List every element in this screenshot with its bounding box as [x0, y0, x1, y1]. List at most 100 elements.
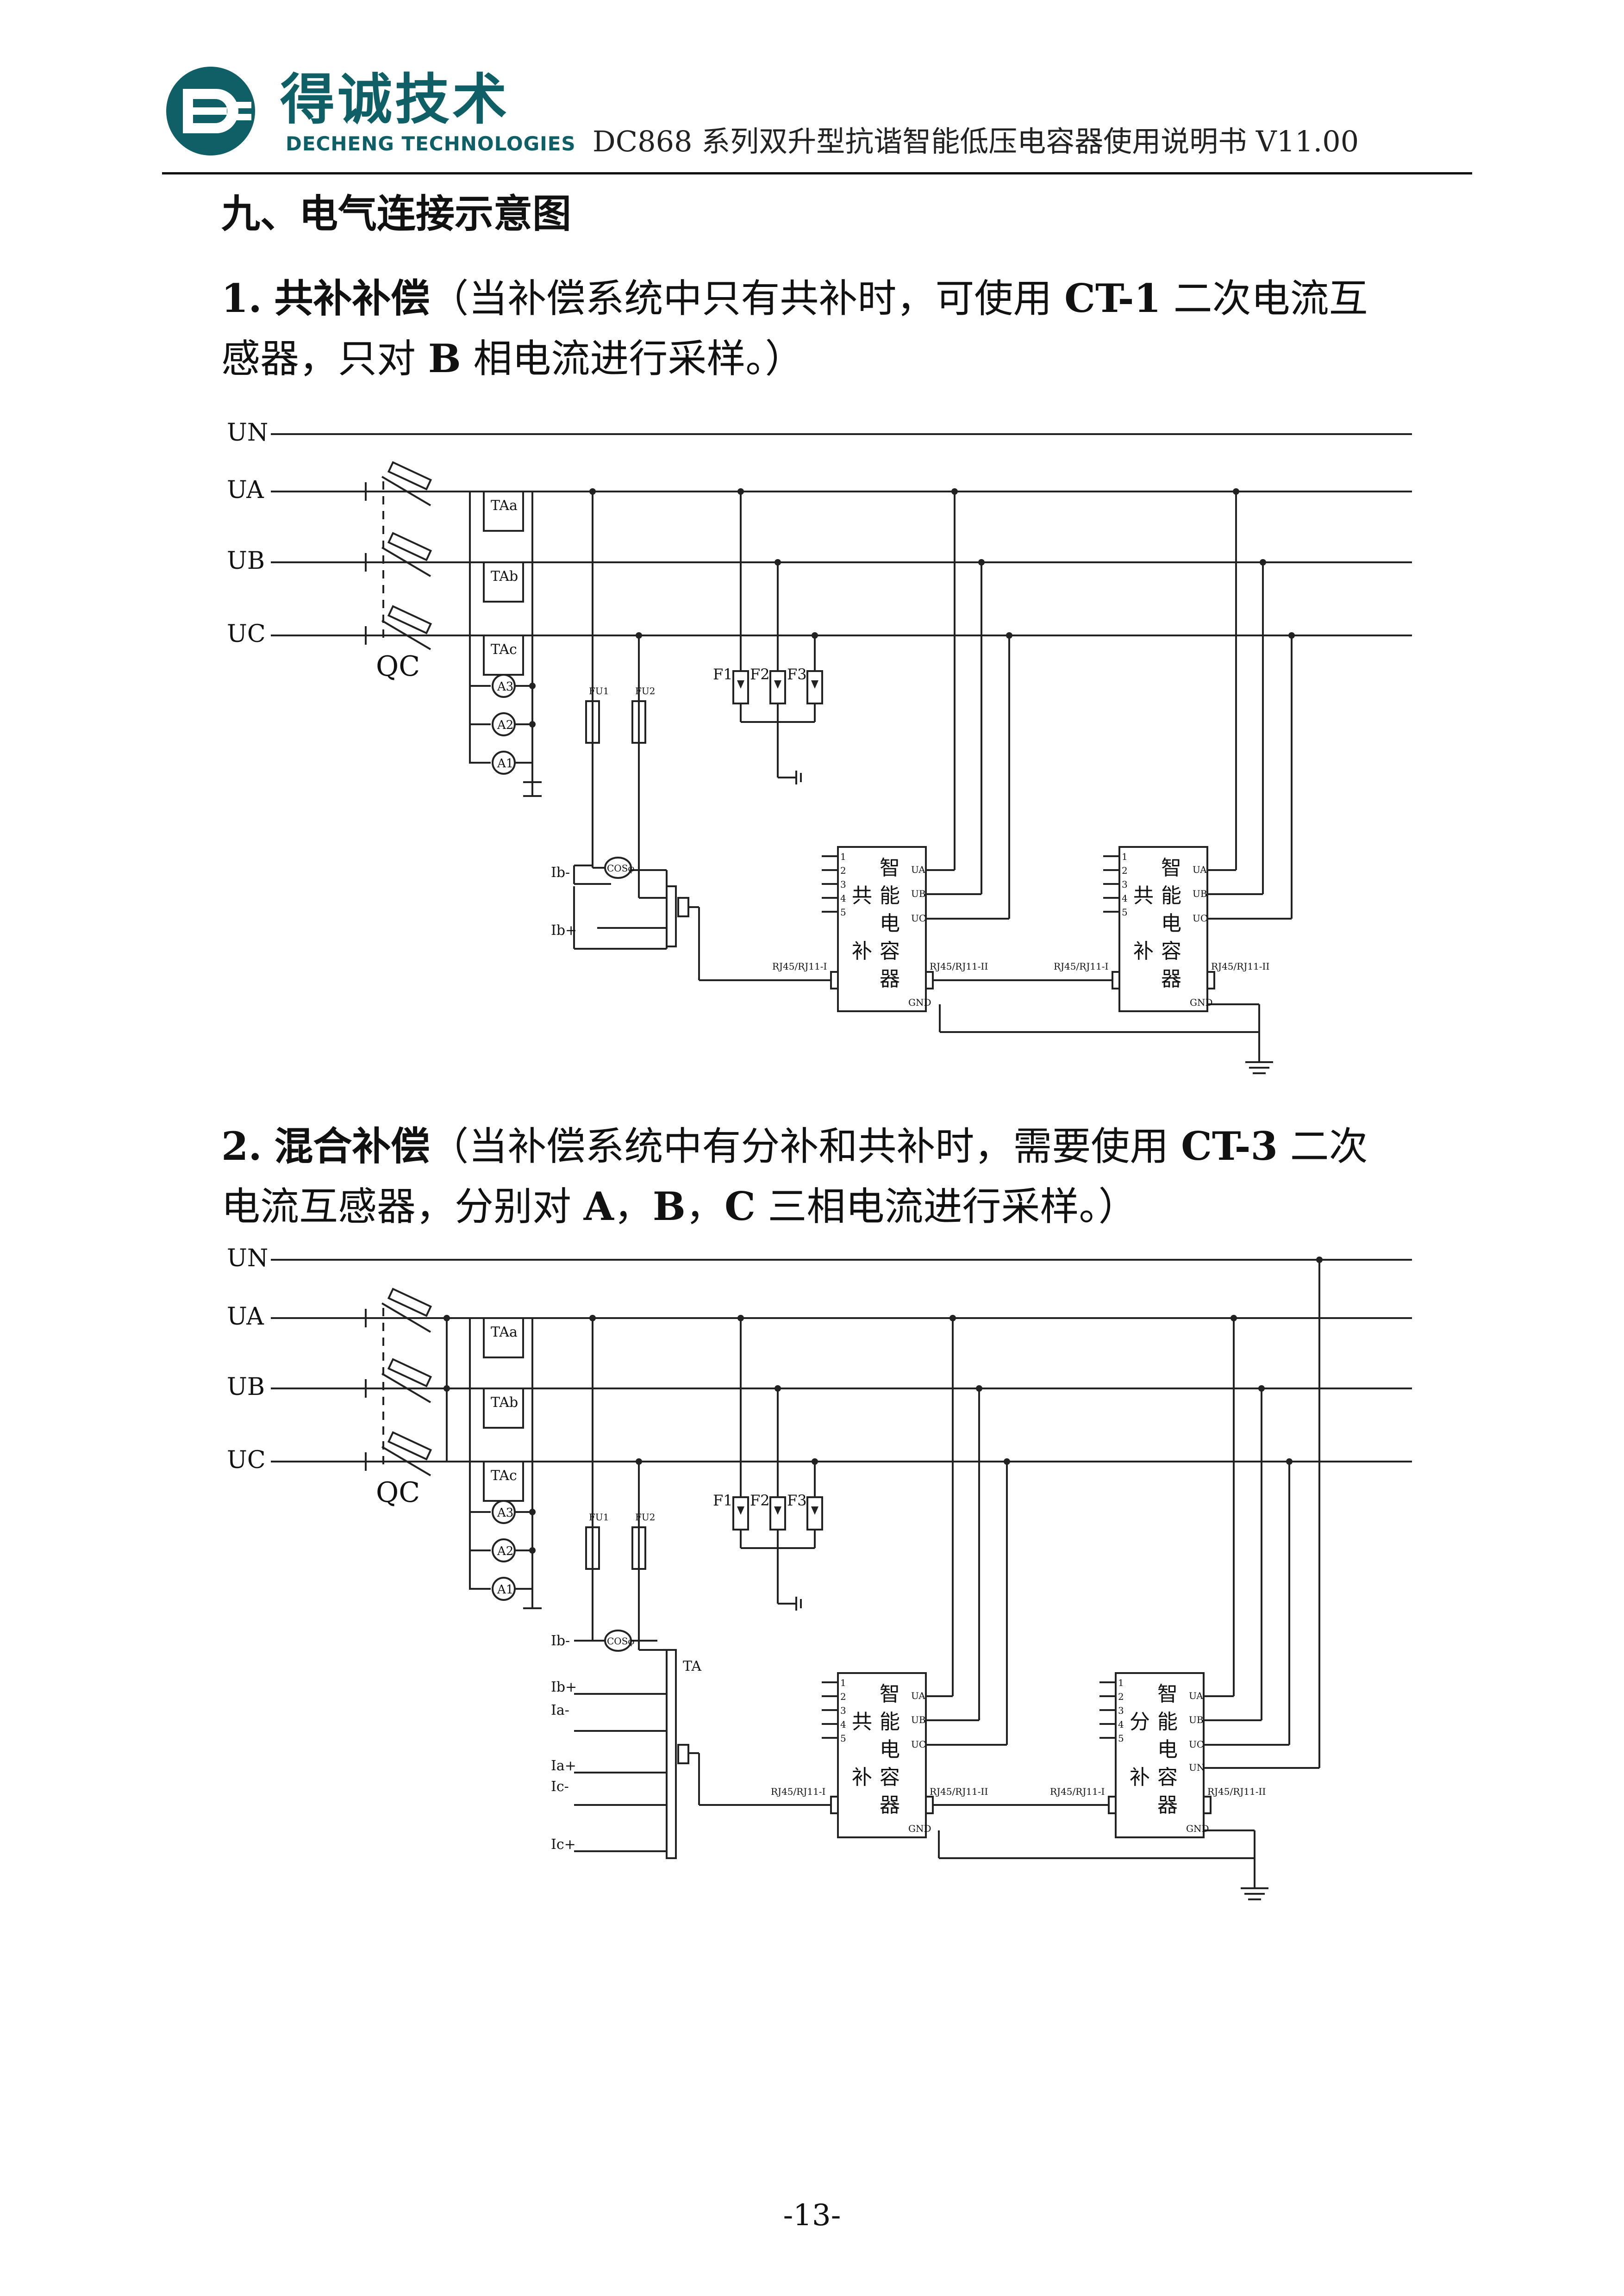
pin-label: 4 [840, 893, 846, 904]
item-heading: 混合补偿 [274, 1124, 430, 1169]
power-factor-meter: COSφ [607, 863, 634, 874]
paragraph-text: 二次电流互 [1173, 276, 1368, 321]
ammeter-label: A3 [497, 680, 513, 694]
paragraph-text: （当补偿系统中有分补和共补时，需要使用 [430, 1124, 1169, 1169]
pin-label: 4 [840, 1719, 846, 1730]
phase-label: C [724, 1183, 756, 1229]
brand-name-en: DECHENG TECHNOLOGIES [286, 132, 576, 155]
wiring-diagram-common: UN UA UB UC QC TAa TAb TAc A3 A2 A1 FU1 … [227, 419, 1412, 1074]
unit-type-char: 补 [852, 940, 872, 963]
paragraph-text: 相电流进行采样。） [473, 336, 804, 381]
port-label: UA [1193, 864, 1207, 875]
pin-label: 1 [840, 1677, 846, 1688]
unit-title-char: 器 [880, 967, 900, 991]
paragraph-common-compensation: 1. 共补补偿（当补偿系统中只有共补时，可使用 CT-1 二次电流互 感器，只对… [221, 268, 1434, 389]
section-title: 九、电气连接示意图 [221, 191, 572, 236]
paragraph-text: （当补偿系统中只有共补时，可使用 [430, 276, 1052, 321]
rj-port-label: RJ45/RJ11-II [1207, 1786, 1266, 1797]
ct-terminal: Ib+ [551, 1679, 577, 1695]
unit-type-char: 补 [1133, 940, 1154, 963]
port-label: UN [1189, 1762, 1205, 1773]
ct-label: TAb [491, 1394, 518, 1411]
page-number: -13- [783, 2198, 841, 2233]
ct-terminal: Ia- [551, 1702, 569, 1718]
ct-terminal: Ic- [551, 1779, 569, 1795]
port-label: UC [911, 913, 926, 924]
unit-title-char: 容 [1157, 1766, 1178, 1789]
ct-terminal: Ib- [551, 1633, 570, 1649]
unit-title-char: 智 [1161, 856, 1181, 880]
gnd-label: GND [1186, 1823, 1209, 1834]
surge-label: F1 [713, 666, 733, 683]
port-label: UB [1189, 1714, 1204, 1725]
ct-label: TAc [491, 641, 517, 658]
unit-title-char: 智 [880, 1682, 900, 1706]
unit-title-char: 能 [1157, 1710, 1178, 1734]
item-heading: 共补补偿 [274, 276, 430, 321]
pin-label: 4 [1118, 1719, 1124, 1730]
wiring-diagram-mixed: UN UA UB UC QC TAa TAb TAc A3 A2 A1 FU1 … [227, 1244, 1412, 1900]
pin-label: 2 [1118, 1691, 1124, 1702]
unit-title-char: 智 [1157, 1682, 1178, 1706]
document-title: DC868 系列双升型抗谐智能低压电容器使用说明书 V11.00 [593, 124, 1359, 158]
rj-port-label: RJ45/RJ11-I [772, 961, 827, 972]
ct-model: CT-1 [1064, 275, 1161, 321]
phase-label: A [583, 1183, 614, 1229]
pin-label: 2 [1122, 865, 1128, 876]
bus-label-ua: UA [227, 476, 264, 504]
ct-terminal: Ic+ [551, 1836, 576, 1853]
unit-title-char: 容 [1161, 940, 1181, 963]
gnd-label: GND [1190, 997, 1213, 1008]
bus-label-ub: UB [227, 547, 265, 575]
unit-title-char: 器 [1157, 1793, 1178, 1817]
ct-label: TAa [491, 1324, 518, 1340]
phase-label: B [652, 1183, 686, 1229]
port-label: UA [911, 864, 925, 875]
ct-label: TAa [491, 498, 518, 514]
pin-label: 1 [840, 851, 846, 862]
phase-label: B [428, 336, 461, 381]
unit-title-char: 智 [880, 856, 900, 880]
pin-label: 3 [1118, 1705, 1124, 1716]
gnd-label: GND [908, 997, 931, 1008]
pin-label: 3 [840, 879, 846, 890]
pin-label: 5 [1118, 1733, 1124, 1744]
unit-type-char: 补 [1130, 1766, 1150, 1789]
company-logo: 得诚技术 DECHENG TECHNOLOGIES [164, 64, 627, 166]
ammeter-label: A2 [497, 1544, 513, 1558]
pin-label: 2 [840, 1691, 846, 1702]
rj-port-label: RJ45/RJ11-I [771, 1786, 825, 1797]
header-divider [162, 172, 1472, 174]
rj-port-label: RJ45/RJ11-II [930, 961, 988, 972]
unit-title-char: 能 [880, 884, 900, 908]
unit-type-char: 共 [1133, 884, 1154, 908]
pin-label: 5 [840, 1733, 846, 1744]
bus-label-ub: UB [227, 1373, 265, 1401]
rj-port-label: RJ45/RJ11-I [1050, 1786, 1105, 1797]
unit-type-char: 分 [1130, 1710, 1150, 1734]
unit-title-char: 电 [1161, 912, 1181, 935]
unit-title-char: 电 [880, 1738, 900, 1761]
pin-label: 5 [1122, 907, 1128, 918]
pin-label: 2 [840, 865, 846, 876]
fuse-label: FU2 [635, 1512, 655, 1523]
decheng-logo-icon [166, 67, 255, 156]
port-label: UC [911, 1739, 926, 1750]
surge-label: F2 [750, 1492, 770, 1509]
unit-type-char: 共 [852, 884, 872, 908]
item-number: 1. [221, 275, 262, 321]
separator: ， [685, 1184, 725, 1229]
fuse-label: FU1 [589, 685, 609, 697]
unit-title-char: 电 [1157, 1738, 1178, 1761]
paragraph-text: 电流互感器，分别对 [221, 1184, 572, 1229]
rj-port-label: RJ45/RJ11-I [1054, 961, 1108, 972]
port-label: UC [1189, 1739, 1204, 1750]
port-label: UA [911, 1690, 925, 1701]
ct-model: CT-3 [1181, 1123, 1278, 1169]
bus-label-uc: UC [227, 1446, 266, 1474]
unit-title-char: 能 [880, 1710, 900, 1734]
bus-label-uc: UC [227, 620, 266, 648]
ct-label: TAb [491, 568, 518, 585]
port-label: UB [911, 888, 926, 899]
separator: ， [613, 1184, 653, 1229]
